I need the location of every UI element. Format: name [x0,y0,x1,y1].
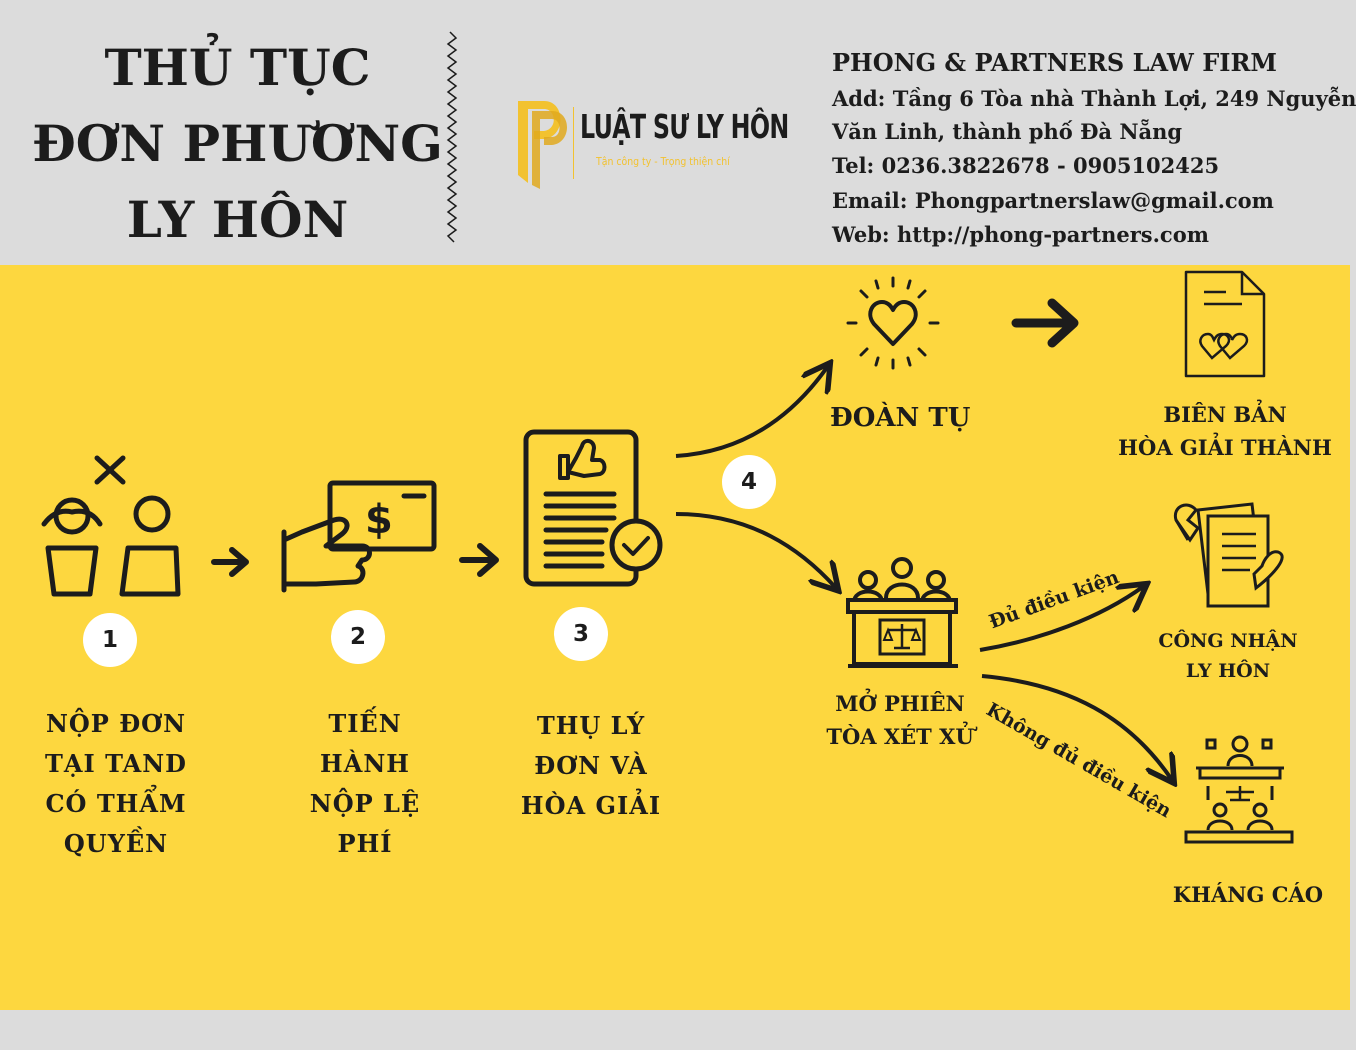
firm-address-line-1: Add: Tầng 6 Tòa nhà Thành Lợi, 249 Nguyễ… [832,86,1356,111]
firm-email: Email: Phongpartnerslaw@gmail.com [832,188,1274,213]
step-4-badge: 4 [722,455,776,509]
reconcile-record-label-line: BIÊN BẢN [1163,402,1287,427]
step-3-label-line: ĐƠN VÀ [534,751,648,780]
title-line-1: THỦ TỤC [104,38,371,97]
arrow-1-2 [211,547,249,577]
broken-heart-document-icon [1173,502,1284,608]
brand-logo: LUẬT SƯ LY HÔN Tận công ty - Trọng thiện… [510,95,789,190]
title-line-2: ĐƠN PHƯƠNG [32,114,443,173]
reunion-label: ĐOÀN TỤ [830,403,971,433]
pp-monogram-icon [518,101,567,189]
step-2-label-line: PHÍ [337,829,393,858]
trial-label: MỞ PHIÊN TÒA XÉT XỬ [814,687,986,753]
arrow-reunion-to-record [1011,298,1079,348]
step-3-label: THỤ LÝ ĐƠN VÀ HÒA GIẢI [500,706,682,826]
zigzag-divider [446,31,458,243]
step-1-label-line: TẠI TAND [45,749,187,778]
hand-pay-money-icon: $ [281,480,437,593]
firm-name: PHONG & PARTNERS LAW FIRM [832,48,1277,77]
step-1-label-line: QUYỀN [63,829,169,858]
divorce-recognized-label-line: CÔNG NHẬN [1158,630,1298,652]
title-line-3: LY HÔN [126,190,349,249]
curve-not-eligible [981,674,1172,780]
court-judges-icon [846,557,958,668]
step-1-badge: 1 [83,613,137,667]
couple-separation-icon [41,455,181,597]
heart-document-icon [1184,270,1266,378]
logo-slogan: Tận công ty - Trọng thiện chí [596,155,730,168]
firm-address-line-2: Văn Linh, thành phố Đà Nẵng [832,119,1183,144]
trial-label-line: MỞ PHIÊN [835,691,965,716]
reconcile-record-label: BIÊN BẢN HÒA GIẢI THÀNH [1110,398,1340,464]
approved-document-icon [523,429,663,587]
divorce-recognized-label: CÔNG NHẬN LY HÔN [1145,626,1311,686]
step-3-label-line: THỤ LÝ [536,711,646,740]
step-2-label-line: HÀNH [320,749,410,778]
firm-tel: Tel: 0236.3822678 - 0905102425 [832,153,1220,178]
curve-to-reunion [675,366,828,458]
step-3-badge: 3 [554,607,608,661]
trial-label-line: TÒA XÉT XỬ [826,724,974,749]
curve-eligible [979,586,1144,652]
step-1-label: NỘP ĐƠN TẠI TAND CÓ THẨM QUYỀN [20,704,212,864]
appeal-court-icon [1184,735,1294,844]
divorce-recognized-label-line: LY HÔN [1185,660,1271,682]
step-3-label-line: HÒA GIẢI [520,791,662,820]
step-1-label-line: CÓ THẨM [45,789,187,818]
heart-icon [846,276,940,370]
arrow-2-3 [459,543,499,577]
step-1-label-line: NỘP ĐƠN [45,709,187,738]
process-band [0,265,1350,1010]
appeal-label: KHÁNG CÁO [1172,882,1324,907]
header-band [0,0,1350,265]
logo-name: LUẬT SƯ LY HÔN [580,107,789,146]
reconcile-record-label-line: HÒA GIẢI THÀNH [1118,435,1332,460]
step-2-badge: 2 [331,610,385,664]
step-2-label-line: TIẾN [328,709,402,738]
svg-text:$: $ [365,497,393,543]
step-2-label: TIẾN HÀNH NỘP LỆ PHÍ [285,704,445,864]
footer-band [0,1010,1350,1050]
firm-web[interactable]: Web: http://phong-partners.com [832,222,1209,247]
step-2-label-line: NỘP LỆ [309,789,421,818]
logo-divider [573,107,574,179]
curve-to-trial [675,512,836,588]
